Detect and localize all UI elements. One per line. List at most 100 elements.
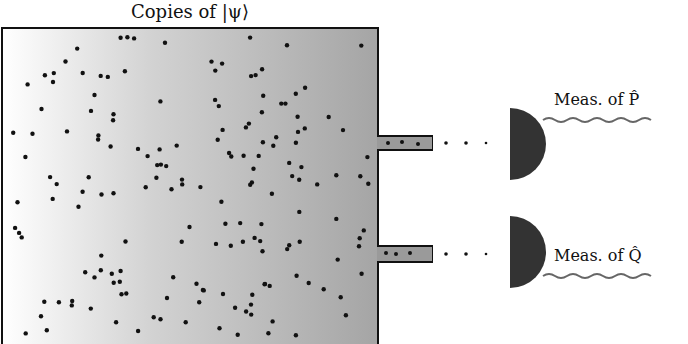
particle [241,240,245,244]
particle [70,299,74,303]
particle [24,331,28,335]
particle [233,306,237,310]
particle [197,300,201,304]
particle [357,244,361,248]
particle [290,174,294,178]
measurement-label: Meas. of P̂ [554,90,639,109]
particle [236,333,240,337]
particle [214,242,218,246]
particle [132,36,136,40]
particle [464,141,468,145]
particle [99,192,103,196]
particle [213,68,217,72]
particle [260,110,264,114]
particle [298,240,302,244]
particle [201,288,205,292]
particle [92,93,96,97]
particle [248,183,252,187]
particle [145,154,149,158]
particle [217,326,221,330]
particle [51,80,55,84]
particle [70,303,74,307]
lower-tube [377,247,432,261]
particle [299,165,303,169]
particle [75,46,79,50]
particle [336,257,340,261]
particle [297,178,301,182]
particle [76,205,80,209]
particle [89,306,93,310]
particle [271,144,275,148]
particle [159,162,163,166]
particle [198,185,202,189]
particle [180,177,184,181]
particle [258,239,262,243]
particle [262,282,266,286]
particle [144,185,148,189]
particle [251,167,255,171]
particle [80,190,84,194]
particle [180,182,184,186]
particle [17,231,21,235]
particle [358,236,362,240]
particle [260,249,264,253]
particle [55,182,59,186]
particle [99,268,103,272]
particle [96,137,100,141]
particle [297,210,301,214]
particle [157,147,161,151]
particle [238,221,242,225]
particle [184,320,188,324]
particle [152,315,156,319]
particle [136,329,140,333]
particle [221,292,225,296]
particle [295,115,299,119]
particle [384,251,388,255]
particle [81,71,85,75]
particle [65,129,69,133]
particle [118,36,122,40]
particle [164,164,168,168]
particle [112,281,116,285]
container-box: Copies of |ψ⟩ [2,28,378,344]
particle [99,253,103,257]
particle [285,43,289,47]
particle [241,154,245,158]
particle [252,236,256,240]
particle [250,293,254,297]
particle [244,125,248,129]
particle [307,281,311,285]
particle [303,126,307,130]
particle [57,300,61,304]
particle [386,141,390,145]
particle [165,296,169,300]
particle [408,251,412,255]
particle [63,59,67,63]
particle [334,217,338,221]
particle [261,140,265,144]
particle [416,142,420,146]
particle [268,284,272,288]
particle [229,244,233,248]
particle [229,154,233,158]
particle [223,222,227,226]
particle [216,138,220,142]
particle [334,173,338,177]
detector-q [510,216,546,288]
particle [124,291,128,295]
particle [99,74,103,78]
particle [217,104,221,108]
particle [400,140,404,144]
particle [359,43,363,47]
particle [253,73,257,77]
particle [249,302,253,306]
particle [52,71,56,75]
particle [163,41,167,45]
particle [187,225,191,229]
particle [110,272,114,276]
detector-wire [543,118,651,122]
particle [92,275,96,279]
container-title: Copies of |ψ⟩ [131,1,249,22]
particle [96,133,100,137]
